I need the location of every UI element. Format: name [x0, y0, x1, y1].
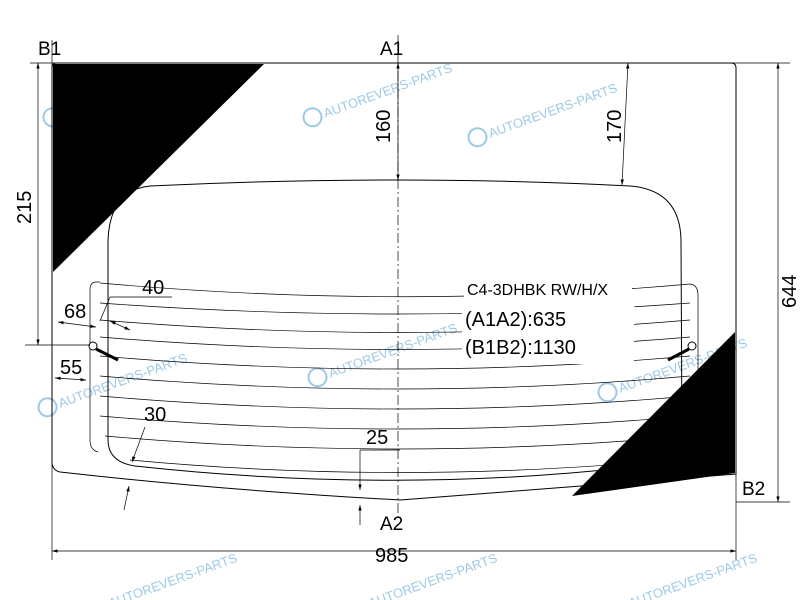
watermark-text: AUTOREVERS-PARTS: [106, 550, 239, 600]
part-code: C4-3DHBK RW/H/X: [467, 282, 608, 299]
point-a2-label: A2: [380, 514, 403, 535]
point-b2-label: B2: [742, 479, 765, 500]
dim-985: 985: [375, 545, 408, 567]
dim-55: 55: [60, 357, 82, 379]
watermark-text: AUTOREVERS-PARTS: [486, 80, 619, 141]
watermark-text: AUTOREVERS-PARTS: [626, 550, 759, 600]
dim-215: 215: [14, 191, 36, 224]
dim-644: 644: [779, 275, 800, 308]
heater-connector-left: [88, 341, 119, 362]
extension-lines: [25, 40, 790, 560]
dimension-lines: [36, 62, 780, 553]
inner-window-outline: [107, 179, 683, 481]
b1b2-dimension: (B1B2):1130: [465, 337, 576, 359]
dim-160: 160: [373, 110, 395, 143]
black-print-bottom-right: [572, 332, 735, 496]
dim-68: 68: [64, 301, 86, 323]
dim-170: 170: [604, 110, 626, 143]
dim-40: 40: [142, 277, 164, 299]
a1a2-dimension: (A1A2):635: [465, 309, 566, 331]
point-b1-label: B1: [38, 39, 61, 60]
point-a1-label: A1: [380, 39, 403, 60]
heater-connector-right: [667, 341, 697, 362]
dim-30: 30: [144, 404, 166, 426]
watermark-text: AUTOREVERS-PARTS: [326, 320, 459, 381]
heater-frame: [89, 281, 699, 453]
black-print-top-left: [53, 64, 264, 272]
dim-25: 25: [366, 427, 388, 449]
